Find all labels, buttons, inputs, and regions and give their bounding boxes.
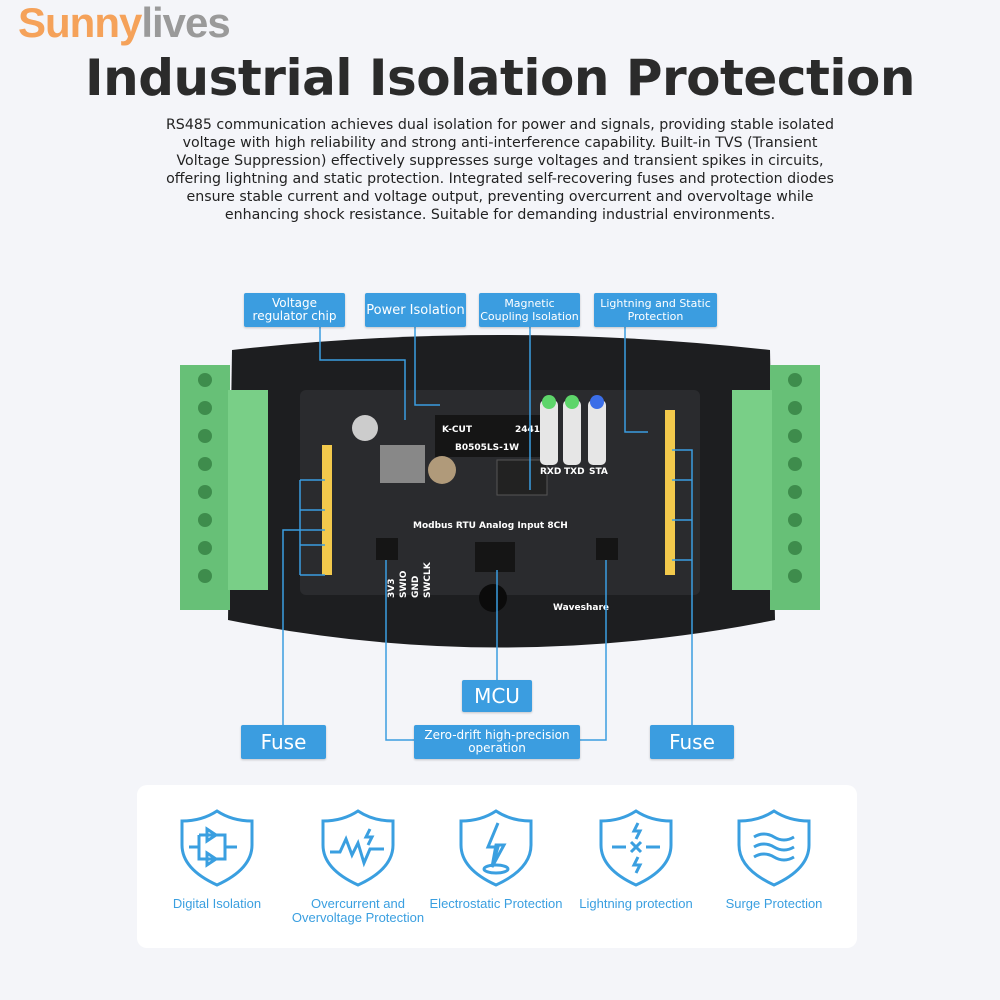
feature-electrostatic: Electrostatic Protection	[416, 807, 576, 911]
right-terminal-block	[732, 365, 820, 610]
feature-overcurrent: Overcurrent and Overvoltage Protection	[278, 807, 438, 925]
feature-label: Digital Isolation	[172, 896, 262, 911]
callout-voltage-regulator: Voltage regulator chip	[244, 293, 345, 327]
fuses	[322, 410, 675, 575]
module-brand: K-CUT	[442, 425, 473, 435]
feature-lightning: Lightning protection	[556, 807, 716, 911]
lightning-shield-icon	[599, 809, 673, 887]
magnetic-coupler-chip	[496, 459, 548, 496]
page-title: Industrial Isolation Protection	[85, 49, 915, 107]
callout-zero-drift: Zero-drift high-precision operation	[414, 725, 580, 759]
isolation-module	[435, 415, 545, 457]
pin-label: SWIO	[399, 570, 409, 598]
inductor	[380, 445, 425, 483]
pin-label: GND	[411, 576, 421, 598]
surge-shield-icon	[737, 809, 811, 887]
debug-pins: 3V3 SWIO GND SWCLK	[387, 561, 433, 598]
module-model: B0505LS-1W	[455, 443, 519, 453]
capacitor	[352, 415, 378, 441]
maker-logo-text: Waveshare	[553, 603, 609, 613]
feature-label: Overcurrent and Overvoltage Protection	[291, 896, 425, 925]
callout-lines	[282, 327, 693, 741]
watermark-part1: Sunny	[18, 0, 142, 46]
board-name: Modbus RTU Analog Input 8CH	[413, 521, 568, 531]
leds	[540, 395, 606, 465]
callout-power-isolation: Power Isolation	[365, 293, 466, 327]
callout-magnetic-coupling: Magnetic Coupling Isolation	[479, 293, 580, 327]
feature-label: Electrostatic Protection	[429, 896, 563, 911]
electrostatic-shield-icon	[459, 809, 533, 887]
mcu-chip	[475, 542, 515, 572]
left-terminal-block	[180, 365, 268, 610]
pin-label: SWCLK	[423, 561, 433, 598]
watermark-logo: Sunnylives	[18, 0, 231, 46]
module-code: 2441	[515, 425, 540, 435]
led-label-rxd: RXD	[540, 467, 561, 477]
overcurrent-shield-icon	[321, 809, 395, 887]
feature-digital-isolation: Digital Isolation	[137, 807, 297, 911]
callout-fuse-left: Fuse	[241, 725, 326, 759]
description: RS485 communication achieves dual isolat…	[165, 117, 835, 223]
led-label-txd: TXD	[564, 467, 585, 477]
callout-fuse-right: Fuse	[650, 725, 734, 759]
callout-lightning-static: Lightning and Static Protection	[594, 293, 717, 327]
digital-isolation-shield-icon	[180, 809, 254, 887]
feature-label: Lightning protection	[579, 896, 693, 911]
callout-mcu: MCU	[462, 680, 532, 712]
features-card: Digital Isolation Overcurrent and Overvo…	[137, 785, 857, 948]
led-label-sta: STA	[589, 467, 608, 477]
product-board-image: K-CUT 2441 B0505LS-1W RXD TXD STA Modbus…	[180, 327, 820, 741]
feature-surge: Surge Protection	[694, 807, 854, 911]
watermark-part2: lives	[141, 0, 230, 46]
feature-label: Surge Protection	[725, 896, 823, 911]
pin-label: 3V3	[387, 579, 397, 599]
